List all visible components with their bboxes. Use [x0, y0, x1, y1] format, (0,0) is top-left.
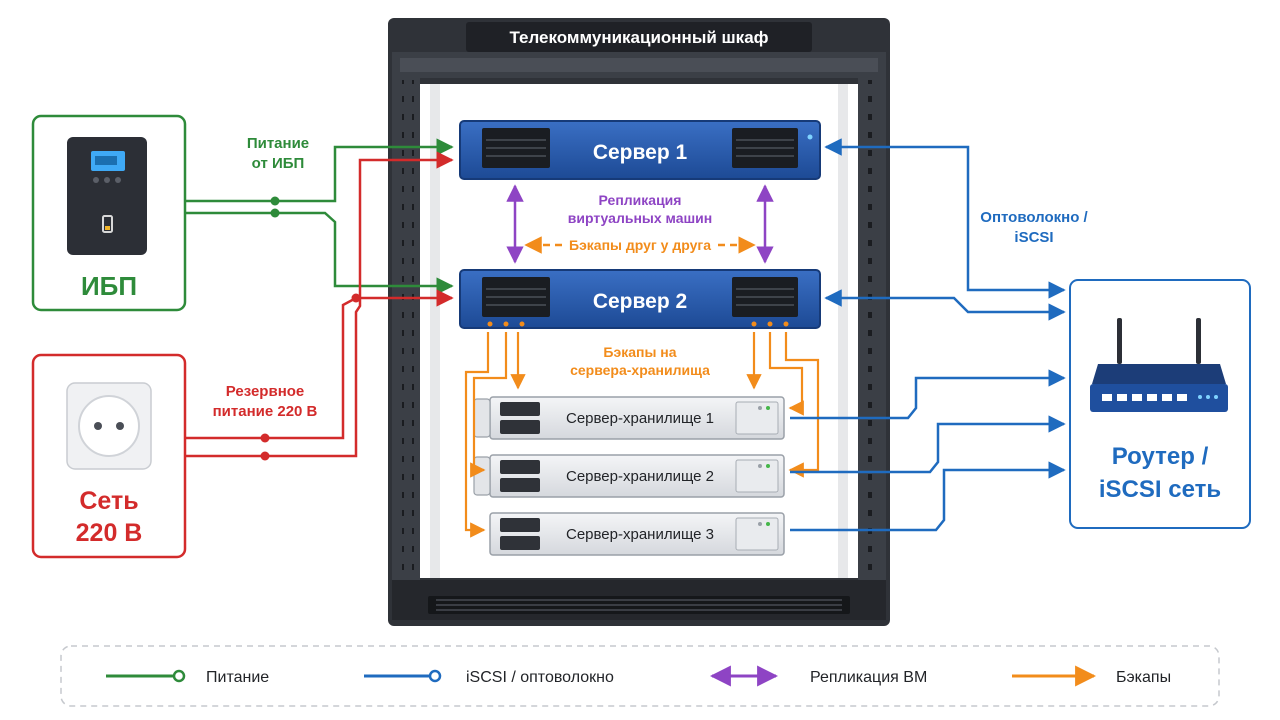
legend-item-backup: Бэкапы	[1012, 665, 1171, 687]
router-title-line1: Роутер /	[1112, 443, 1209, 470]
drive-bay-icon	[500, 536, 540, 550]
drive-bay-icon	[500, 402, 540, 416]
legend-iscsi-marker	[428, 669, 442, 683]
server-1[interactable]: Сервер 1	[459, 120, 821, 180]
storage-backup-label-line2: сервера-хранилища	[570, 362, 710, 378]
grid-panel: Сеть 220 В	[31, 353, 187, 559]
reserve-power-lines	[185, 151, 454, 458]
legend-iscsi-label: iSCSI / оптоволокно	[466, 669, 614, 686]
legend-item-replication: Репликация ВМ	[709, 665, 927, 687]
reserve-line-server1	[185, 151, 454, 458]
server-2[interactable]: Сервер 2	[459, 269, 821, 329]
storage-backup-label-line1: Бэкапы на	[603, 344, 676, 360]
legend-power-label: Питание	[206, 669, 269, 686]
storage-server-2-label: Сервер-хранилище 2	[566, 468, 714, 485]
rack-title: Телекоммуникационный шкаф	[509, 28, 768, 47]
drive-bay-icon	[500, 518, 540, 532]
drive-bay-icon	[500, 420, 540, 434]
replication-label-line1: Репликация	[599, 192, 682, 208]
replication-label-line2: виртуальных машин	[568, 210, 712, 226]
drive-bay-icon	[500, 460, 540, 474]
legend-item-iscsi: iSCSI / оптоволокно	[364, 669, 614, 686]
storage-server-3-label: Сервер-хранилище 3	[566, 526, 714, 543]
fiber-label-line1: Оптоволокно /	[980, 209, 1088, 226]
ups-power-line-server1	[185, 138, 454, 203]
iscsi-line-storage3	[790, 461, 1066, 532]
mutual-backup-label: Бэкапы друг у друга	[569, 237, 711, 253]
replication-lines	[506, 184, 774, 264]
power-junction	[260, 451, 270, 461]
rack-title-plate	[466, 22, 812, 52]
legend-item-power: Питание	[106, 669, 269, 686]
router-icon	[1090, 318, 1228, 412]
server-1-label: Сервер 1	[593, 141, 688, 164]
grid-title-line1: Сеть	[79, 487, 138, 515]
iscsi-line-storage2	[790, 415, 1066, 474]
storage-server-1-label: Сервер-хранилище 1	[566, 410, 714, 427]
legend: Питание iSCSI / оптоволокно Репликация В…	[60, 645, 1220, 707]
router-panel: Роутер / iSCSI сеть	[1069, 279, 1251, 529]
legend-power-marker	[172, 669, 186, 683]
grid-title-line2: 220 В	[76, 519, 143, 547]
reserve-power-label-line1: Резервное	[226, 383, 305, 400]
storage-backup-lines	[464, 332, 820, 538]
ups-power-label-line2: от ИБП	[252, 155, 305, 172]
reserve-line-server2	[185, 289, 454, 440]
iscsi-line-storage1	[790, 369, 1066, 420]
storage-server-1[interactable]: Сервер-хранилище 1	[473, 396, 785, 440]
storage-server-2[interactable]: Сервер-хранилище 2	[473, 454, 785, 498]
ups-title: ИБП	[81, 271, 137, 301]
legend-replication-label: Репликация ВМ	[810, 669, 927, 686]
battery-icon	[102, 215, 113, 233]
power-junction	[351, 293, 361, 303]
legend-backup-label: Бэкапы	[1116, 669, 1171, 686]
reserve-power-label-line2: питание 220 В	[213, 403, 318, 420]
fiber-label-line2: iSCSI	[1014, 229, 1053, 246]
iscsi-lines	[790, 138, 1066, 532]
power-junction	[260, 433, 270, 443]
storage-chassis	[489, 512, 785, 556]
ups-power-label-line1: Питание	[247, 135, 309, 152]
legend-frame	[60, 645, 1220, 707]
router-title-line2: iSCSI сеть	[1099, 476, 1221, 503]
server-2-label: Сервер 2	[593, 290, 687, 313]
ups-panel: ИБП	[31, 114, 187, 312]
power-junction	[270, 208, 280, 218]
iscsi-line-server2	[824, 289, 1066, 321]
drive-bay-icon	[500, 478, 540, 492]
storage-server-3[interactable]: Сервер-хранилище 3	[489, 512, 785, 556]
power-junction	[270, 196, 280, 206]
ups-device-icon	[67, 137, 147, 255]
